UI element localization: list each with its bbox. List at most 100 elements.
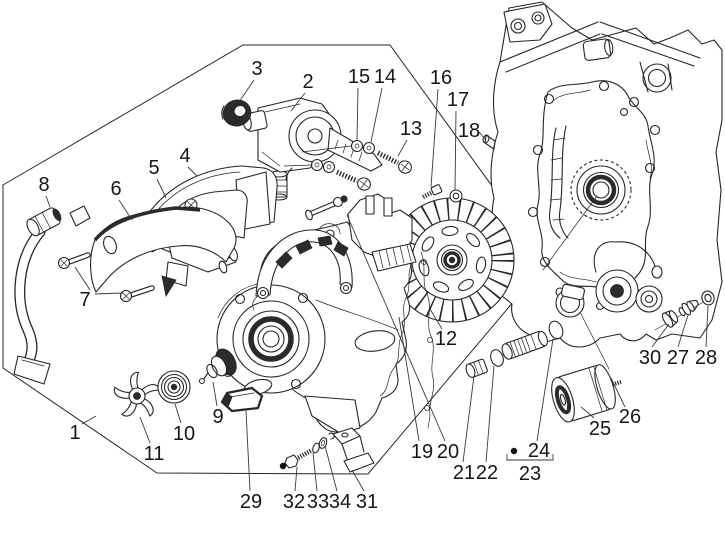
callout-15: 15	[348, 66, 370, 88]
leader-line-7	[94, 292, 124, 295]
leader-line-9	[212, 381, 218, 407]
leader-line-34	[324, 445, 338, 492]
leader-line-2	[290, 92, 306, 112]
leader-line-25	[580, 406, 595, 419]
leader-line-15	[356, 87, 359, 141]
pump-bearing-shaft	[198, 348, 237, 385]
leader-line-22	[485, 365, 495, 463]
callout-6: 6	[110, 178, 121, 200]
callout-4: 4	[179, 145, 190, 167]
assembly-group-outline	[2, 44, 548, 475]
callout-30: 30	[639, 347, 661, 369]
leader-line-21	[462, 375, 475, 463]
callout-33: 33	[307, 491, 329, 513]
callout-29: 29	[240, 491, 262, 513]
kit-bracket-marker	[506, 454, 554, 461]
rubber-buffer-pad	[220, 386, 264, 413]
kit-bullet-marker	[279, 462, 287, 470]
blanking-plug	[482, 134, 496, 150]
callout-1: 1	[69, 422, 80, 444]
valve-plunger	[678, 299, 699, 317]
oil-filter	[551, 364, 623, 423]
leader-line-18	[478, 131, 486, 140]
bracket-bolt	[284, 448, 314, 469]
callout-12: 12	[435, 328, 457, 350]
flywheel-fan	[389, 197, 515, 323]
callout-5: 5	[148, 157, 159, 179]
leader-line-14	[370, 87, 383, 143]
callout-11: 11	[144, 443, 165, 465]
leader-line-6	[118, 199, 133, 221]
callout-25: 25	[589, 418, 611, 440]
callout-16: 16	[430, 67, 452, 89]
leader-line-32	[294, 466, 298, 492]
leader-line-27	[677, 314, 689, 348]
leader-line-1	[81, 415, 97, 425]
callout-27: 27	[667, 347, 689, 369]
callout-31: 31	[356, 491, 378, 513]
leader-line-19	[398, 316, 420, 442]
stator-assembly	[252, 223, 353, 311]
ring-nut	[701, 290, 715, 306]
leader-line-29	[245, 410, 251, 492]
filter-stud	[612, 379, 623, 387]
leader-line-31	[351, 469, 365, 492]
oil-seal	[221, 99, 252, 127]
flywheel-bolt	[421, 184, 443, 200]
leader-line-20	[346, 214, 446, 442]
callout-17: 17	[447, 89, 469, 111]
callout-7: 7	[79, 289, 90, 311]
axis-line-filter	[579, 311, 610, 370]
bracket-washers	[312, 432, 335, 454]
callout-32: 32	[283, 491, 305, 513]
kit-markers	[279, 447, 554, 470]
callout-19: 19	[411, 441, 433, 463]
valve-cap	[661, 310, 679, 328]
callout-34: 34	[329, 491, 351, 513]
leader-line-4	[187, 166, 198, 177]
pump-pulley	[157, 370, 191, 404]
leader-line-10	[174, 403, 182, 424]
callout-10: 10	[173, 423, 195, 445]
leader-line-16	[430, 88, 439, 188]
water-pump	[242, 97, 383, 181]
pivot-pin-screw	[305, 195, 348, 221]
leader-line-12	[429, 308, 443, 330]
callout-8: 8	[38, 174, 49, 196]
callout-9: 9	[212, 406, 223, 428]
shroud-screws	[57, 252, 155, 303]
leader-line-26	[610, 377, 626, 408]
drain-plug	[465, 358, 488, 379]
callout-2: 2	[302, 71, 313, 93]
leader-line-13	[397, 139, 408, 157]
o-ring-large	[548, 320, 564, 340]
callout-14: 14	[374, 66, 396, 88]
callout-20: 20	[437, 441, 459, 463]
breather-hose	[13, 207, 62, 385]
axis-line-crank	[542, 195, 598, 271]
o-ring-small	[490, 349, 504, 367]
leader-line-30	[651, 323, 670, 348]
callout-18: 18	[458, 120, 480, 142]
support-bracket	[332, 427, 375, 473]
water-pump-impeller	[113, 371, 161, 417]
leader-line-7	[74, 266, 91, 291]
cover-screws	[283, 139, 412, 191]
leader-line-5	[156, 178, 167, 199]
callout-23: 23	[519, 463, 541, 485]
leader-line-11	[139, 416, 151, 444]
leader-line-28	[705, 305, 709, 348]
leader-line-33	[312, 452, 318, 492]
callout-13: 13	[400, 118, 422, 140]
crankcase	[490, 1, 723, 348]
leader-line-8	[45, 195, 51, 208]
callout-22: 22	[476, 462, 498, 484]
leader-lines	[45, 79, 709, 492]
air-shroud-front	[69, 205, 237, 298]
leader-line-3	[238, 79, 255, 103]
callout-26: 26	[619, 406, 641, 428]
cover-gasket	[420, 251, 435, 429]
